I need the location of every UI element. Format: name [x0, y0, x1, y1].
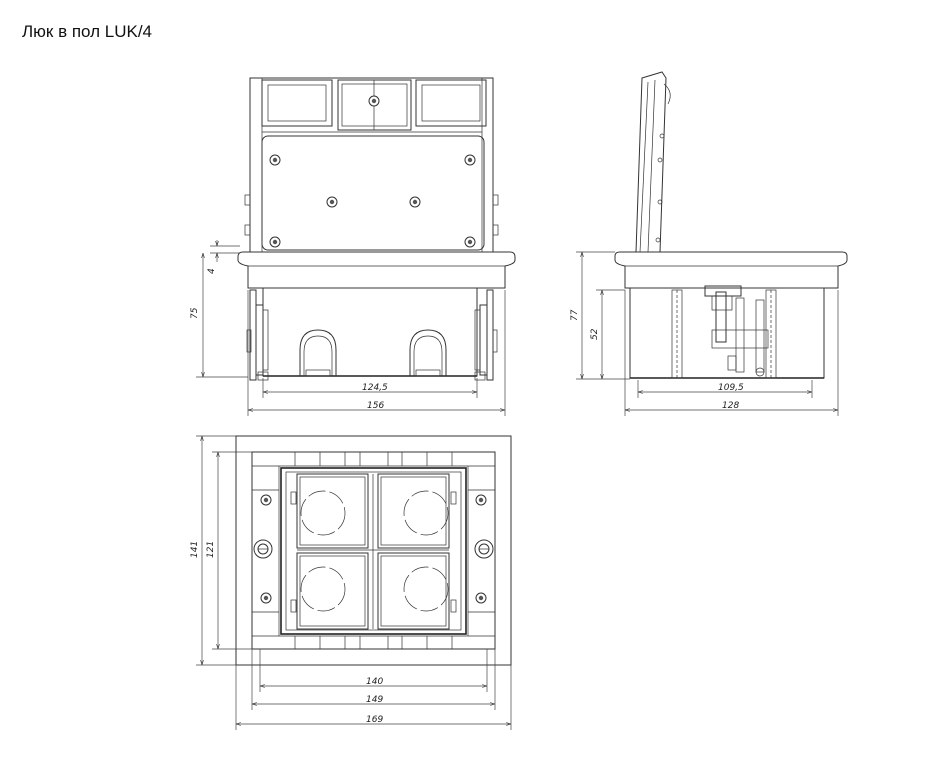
- dim-side-77: 77: [570, 309, 580, 321]
- side-box: [629, 285, 825, 379]
- top-strip: [252, 452, 495, 649]
- front-box: [246, 287, 498, 381]
- dim-side-52: 52: [590, 328, 600, 340]
- dim-top-149: 149: [366, 695, 383, 705]
- front-view: 4 75 124,5 156: [190, 77, 516, 416]
- dim-top-140: 140: [366, 677, 383, 687]
- top-dimensions: 141 121 140 149 169: [190, 435, 512, 730]
- side-dimensions: 77 52 109,5 128: [570, 251, 839, 416]
- top-view: 141 121 140 149 169: [190, 435, 512, 730]
- dim-front-156: 156: [367, 401, 384, 411]
- latch-left-icon: [253, 539, 273, 559]
- side-frame: [614, 251, 848, 289]
- side-lid: [635, 71, 671, 253]
- side-view: 77 52 109,5 128: [570, 71, 848, 416]
- drawing-title: Люк в пол LUK/4: [22, 22, 152, 41]
- dim-side-109-5: 109,5: [718, 383, 744, 393]
- socket-modules: [290, 473, 457, 630]
- dim-front-75: 75: [190, 307, 200, 319]
- front-frame: [237, 251, 516, 289]
- front-dimensions: 4 75 124,5 156: [190, 240, 506, 416]
- dim-top-141: 141: [190, 541, 200, 558]
- latch-right-icon: [474, 539, 494, 559]
- front-lid: [244, 77, 499, 253]
- dim-front-4: 4: [207, 268, 217, 274]
- dim-side-128: 128: [722, 401, 739, 411]
- dim-top-121: 121: [206, 541, 216, 558]
- dim-front-124-5: 124,5: [362, 383, 388, 393]
- dim-top-169: 169: [366, 715, 383, 725]
